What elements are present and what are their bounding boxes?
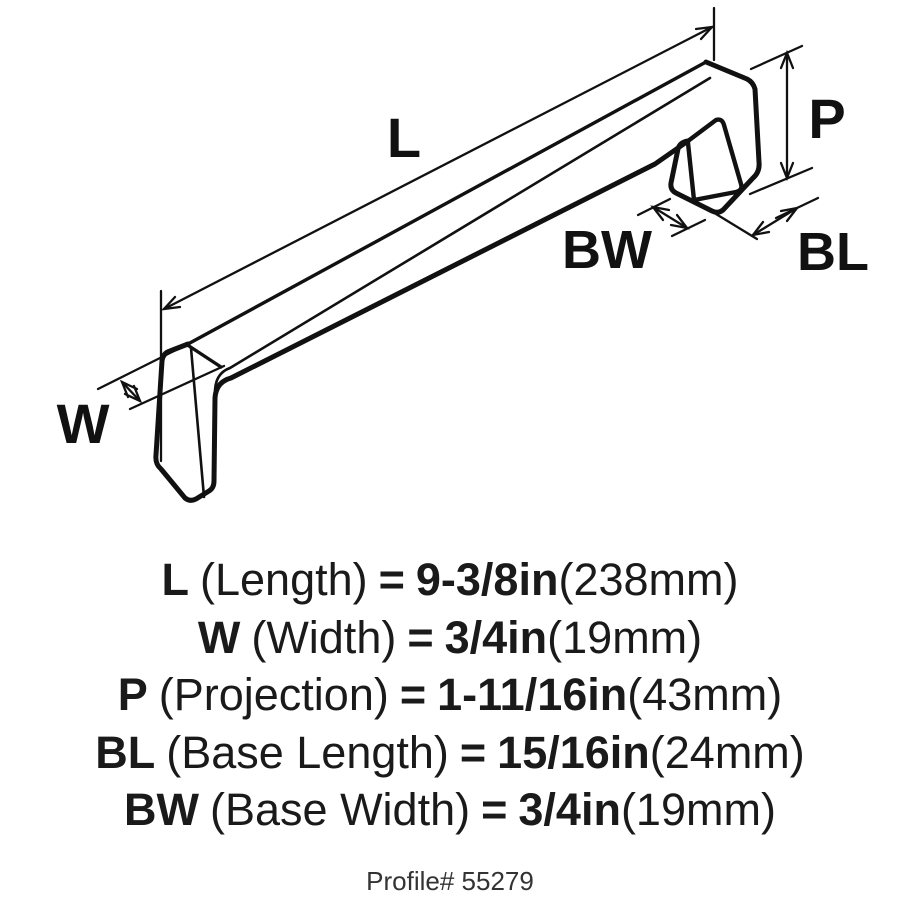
arrowhead-width-upper: [119, 379, 139, 399]
spec-value: 1-11/16in: [437, 669, 628, 720]
width-extension-line-upper: [96, 342, 190, 391]
dim-label-width: W: [57, 392, 110, 455]
projection-tick-top: [749, 44, 804, 71]
spec-abbr: BW: [124, 784, 200, 835]
spec-value: 3/4in: [518, 784, 621, 835]
spec-equals: =: [459, 726, 487, 778]
spec-list: L(Length)=9-3/8in(238mm) W(Width)=3/4in(…: [0, 551, 900, 839]
spec-abbr: W: [197, 611, 241, 663]
spec-metric: (19mm): [547, 611, 703, 663]
arrowhead-length-left: [161, 295, 182, 311]
spec-metric: (238mm): [558, 554, 739, 605]
spec-name: (Base Width): [210, 784, 471, 835]
handle-bar-ridge-edge: [213, 76, 712, 392]
spec-row-projection: P(Projection)=1-11/16in(43mm): [0, 666, 900, 724]
dimension-base-width: BW: [562, 197, 707, 280]
arrowhead-base-length-right: [779, 206, 800, 223]
spec-name: (Base Length): [166, 726, 449, 778]
dim-label-length: L: [387, 106, 421, 169]
arrowhead-base-width-left: [650, 205, 671, 222]
spec-value: 3/4in: [444, 611, 548, 663]
base-length-tick-left: [714, 212, 759, 241]
base-width-tick-right: [670, 218, 707, 238]
spec-row-width: W(Width)=3/4in(19mm): [0, 609, 900, 667]
handle-dimension-diagram: L P W BW: [57, 6, 869, 503]
spec-row-base-length: BL(Base Length)=15/16in(24mm): [0, 724, 900, 782]
arrowhead-projection-bottom: [779, 161, 795, 182]
projection-tick-bottom: [748, 166, 814, 196]
spec-equals: =: [481, 784, 508, 835]
profile-number: Profile# 55279: [366, 866, 534, 896]
handle-right-foot-outline: [668, 59, 762, 215]
dimension-projection: P: [748, 44, 846, 196]
dimension-base-length: BL: [714, 196, 869, 282]
arrowhead-width-lower: [123, 384, 143, 404]
width-dimension-line: [120, 380, 142, 403]
dimension-width: W: [57, 342, 226, 455]
dim-label-base-width: BW: [562, 220, 652, 280]
spec-row-base-width: BW(Base Width)=3/4in(19mm): [0, 781, 900, 839]
width-extension-line-lower: [128, 364, 226, 411]
spec-name: (Projection): [158, 669, 389, 720]
spec-abbr: BL: [95, 726, 156, 778]
base-length-dimension-line: [751, 206, 799, 237]
spec-equals: =: [399, 669, 427, 720]
spec-abbr: P: [117, 669, 148, 720]
dim-label-base-length: BL: [797, 222, 869, 282]
spec-abbr: L: [161, 554, 190, 605]
spec-value: 15/16in: [497, 726, 650, 778]
handle-left-end-top-face-edge: [187, 344, 223, 369]
dim-label-projection: P: [808, 87, 845, 150]
arrowhead-projection-top: [779, 49, 795, 70]
base-width-dimension-line: [651, 205, 689, 230]
spec-metric: (24mm): [649, 726, 805, 778]
spec-row-length: L(Length)=9-3/8in(238mm): [0, 551, 900, 609]
handle-right-foot-front-face: [685, 117, 744, 203]
handle-left-foot-front-edge: [189, 346, 206, 499]
handle-left-foot-and-bottom-edge: [153, 138, 691, 503]
spec-equals: =: [407, 611, 434, 663]
arrowhead-length-right: [694, 25, 715, 41]
spec-metric: (43mm): [627, 669, 783, 720]
spec-value: 9-3/8in: [415, 554, 559, 605]
handle-bar-top-edge: [186, 60, 708, 346]
spec-equals: =: [378, 554, 405, 605]
dimension-length: L: [159, 6, 716, 463]
arrowhead-base-width-right: [669, 213, 690, 230]
handle-drawing: [153, 59, 762, 503]
spec-name: (Width): [251, 611, 397, 663]
length-dimension-line: [162, 25, 714, 311]
arrowhead-base-length-left: [750, 220, 771, 237]
spec-metric: (19mm): [620, 784, 776, 835]
spec-name: (Length): [200, 554, 368, 605]
